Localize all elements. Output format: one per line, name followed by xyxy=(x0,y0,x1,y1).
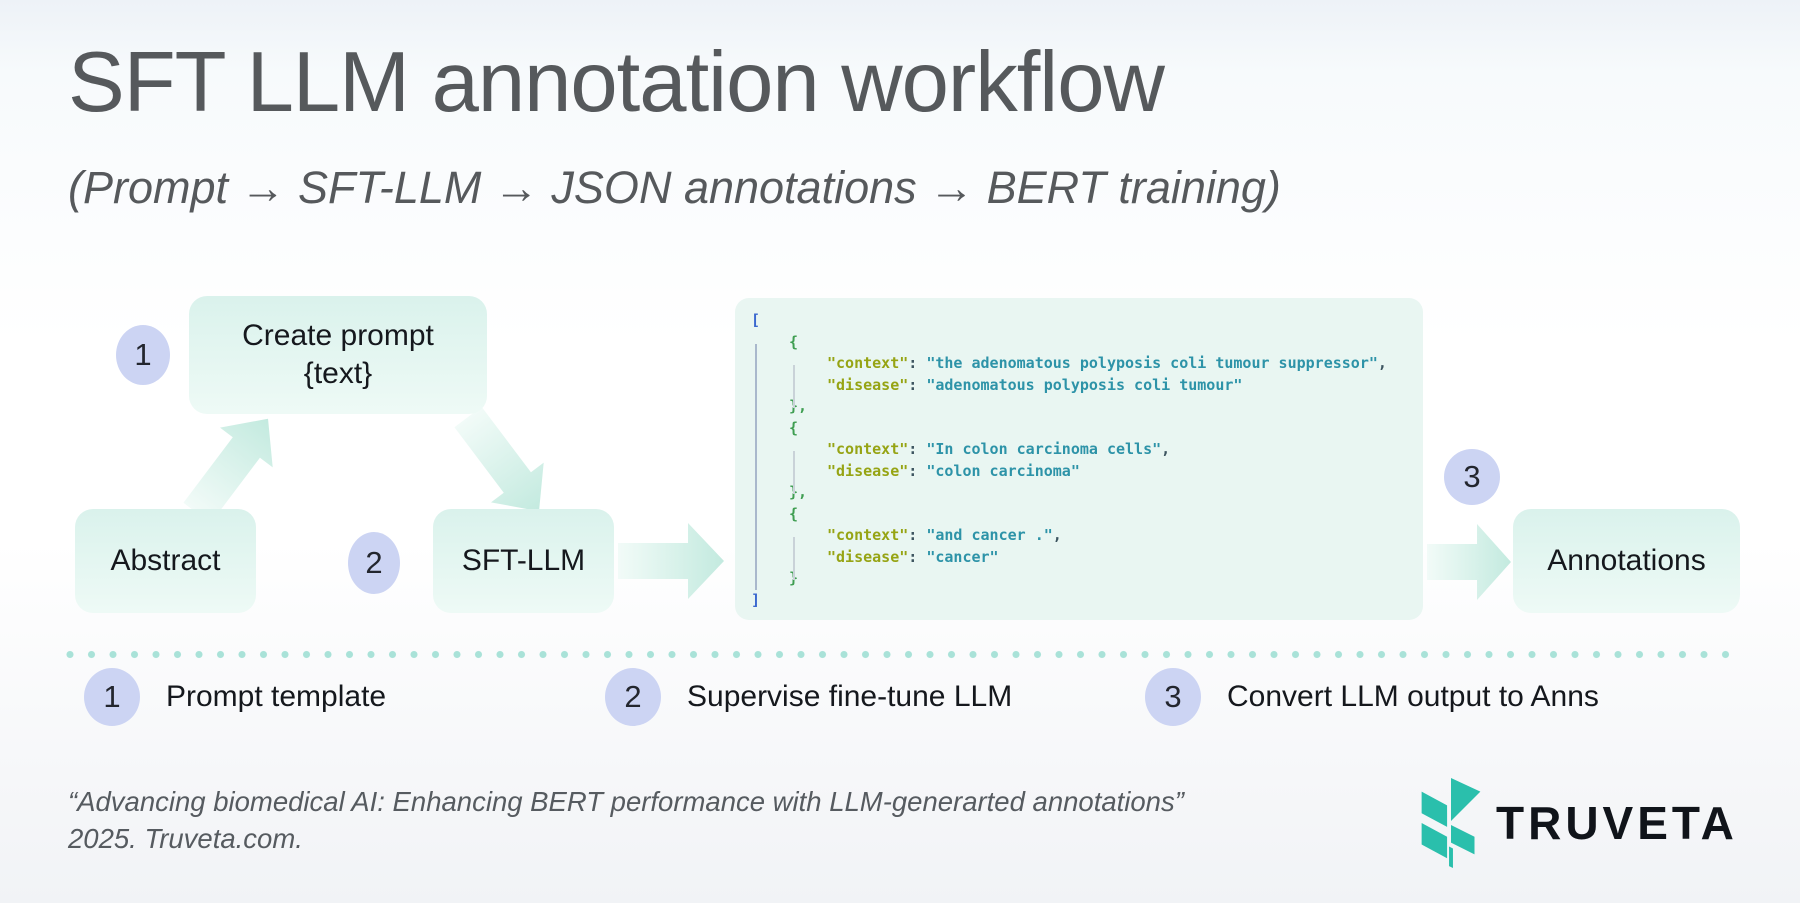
indent-guide-outer xyxy=(755,344,757,590)
truveta-logo: TRUVETA xyxy=(1418,776,1738,870)
step-badge-2-number: 2 xyxy=(365,545,383,580)
truveta-wordmark: TRUVETA xyxy=(1496,797,1738,849)
legend-label-2: Supervise fine-tune LLM xyxy=(687,680,1013,713)
node-create-prompt: Create prompt {text} xyxy=(189,296,487,414)
legend-label-3: Convert LLM output to Anns xyxy=(1227,680,1599,713)
truveta-leaf-icon xyxy=(1421,777,1481,869)
step-badge-3: 3 xyxy=(1444,449,1500,505)
arrow-sft-llm-to-json xyxy=(618,523,724,599)
page-title: SFT LLM annotation workflow xyxy=(68,35,1165,130)
citation: “Advancing biomedical AI: Enhancing BERT… xyxy=(68,783,1184,857)
create-prompt-label-line1: Create prompt xyxy=(242,319,434,352)
annotations-label: Annotations xyxy=(1547,544,1706,577)
dotted-divider xyxy=(66,650,1734,659)
node-annotations: Annotations xyxy=(1513,509,1740,613)
step-badge-1-number: 1 xyxy=(134,337,152,372)
legend-badge-2-number: 2 xyxy=(624,679,642,714)
citation-line-1: “Advancing biomedical AI: Enhancing BERT… xyxy=(68,786,1184,817)
legend-item-2: 2 Supervise fine-tune LLM xyxy=(605,668,1012,726)
legend-badge-1-number: 1 xyxy=(103,679,121,714)
arrow-json-to-annotations xyxy=(1427,524,1511,600)
step-badge-2: 2 xyxy=(348,532,400,594)
legend-label-1: Prompt template xyxy=(166,680,387,713)
create-prompt-label-line2: {text} xyxy=(303,357,373,390)
legend-item-3: 3 Convert LLM output to Anns xyxy=(1145,668,1599,726)
indent-guide-object-1 xyxy=(793,365,795,408)
json-output-panel: [{"context": "the adenomatous polyposis … xyxy=(735,298,1423,620)
sft-llm-label: SFT-LLM xyxy=(461,544,586,577)
legend-badge-3: 3 xyxy=(1145,668,1201,726)
legend-item-1: 1 Prompt template xyxy=(84,668,386,726)
indent-guide-object-3 xyxy=(793,537,795,580)
node-sft-llm: SFT-LLM xyxy=(433,509,614,613)
json-code: [{"context": "the adenomatous polyposis … xyxy=(751,311,1387,609)
subtitle: (Prompt → SFT-LLM → JSON annotations → B… xyxy=(68,162,1281,213)
abstract-label: Abstract xyxy=(110,544,221,577)
citation-line-2: 2025. Truveta.com. xyxy=(68,823,303,854)
step-badge-3-number: 3 xyxy=(1463,459,1481,494)
indent-guide-object-2 xyxy=(793,451,795,494)
legend-badge-1: 1 xyxy=(84,668,140,726)
node-abstract: Abstract xyxy=(75,509,256,613)
step-badge-1: 1 xyxy=(116,325,170,385)
legend-badge-3-number: 3 xyxy=(1164,679,1182,714)
legend-badge-2: 2 xyxy=(605,668,661,726)
